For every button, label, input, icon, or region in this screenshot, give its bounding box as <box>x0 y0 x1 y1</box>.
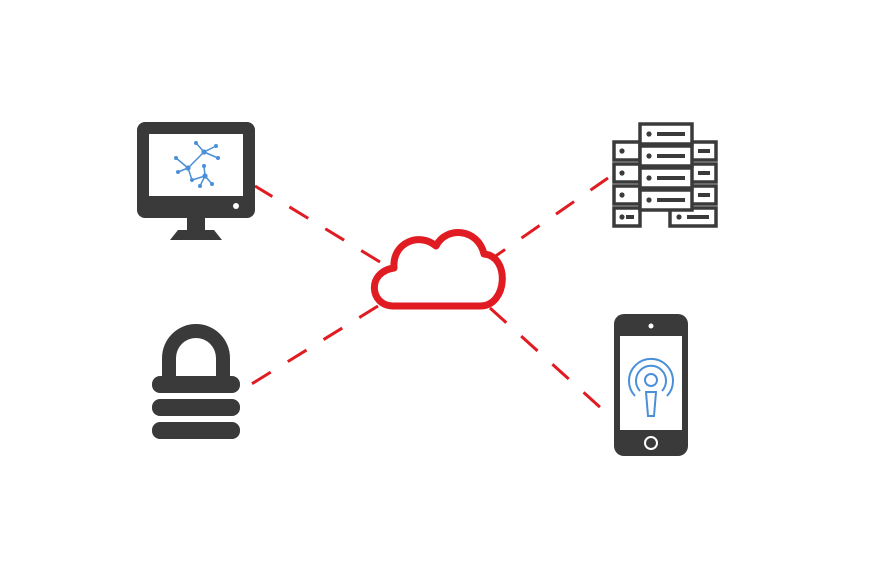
monitor-network-icon <box>137 122 255 240</box>
padlock-icon <box>152 324 240 439</box>
network-graph-icon <box>174 141 220 188</box>
connector-cloud-phone <box>488 306 614 420</box>
connector-cloud-monitor <box>254 184 381 264</box>
server-rack-icon <box>612 122 718 228</box>
server-column-center <box>638 122 694 212</box>
server-column-left <box>612 140 642 228</box>
connector-cloud-lock <box>244 304 379 390</box>
smartphone-podcast-icon <box>614 314 688 456</box>
connectors <box>244 176 614 420</box>
podcast-icon <box>628 357 674 417</box>
connector-cloud-server <box>486 176 609 264</box>
cloud-icon <box>370 229 506 310</box>
